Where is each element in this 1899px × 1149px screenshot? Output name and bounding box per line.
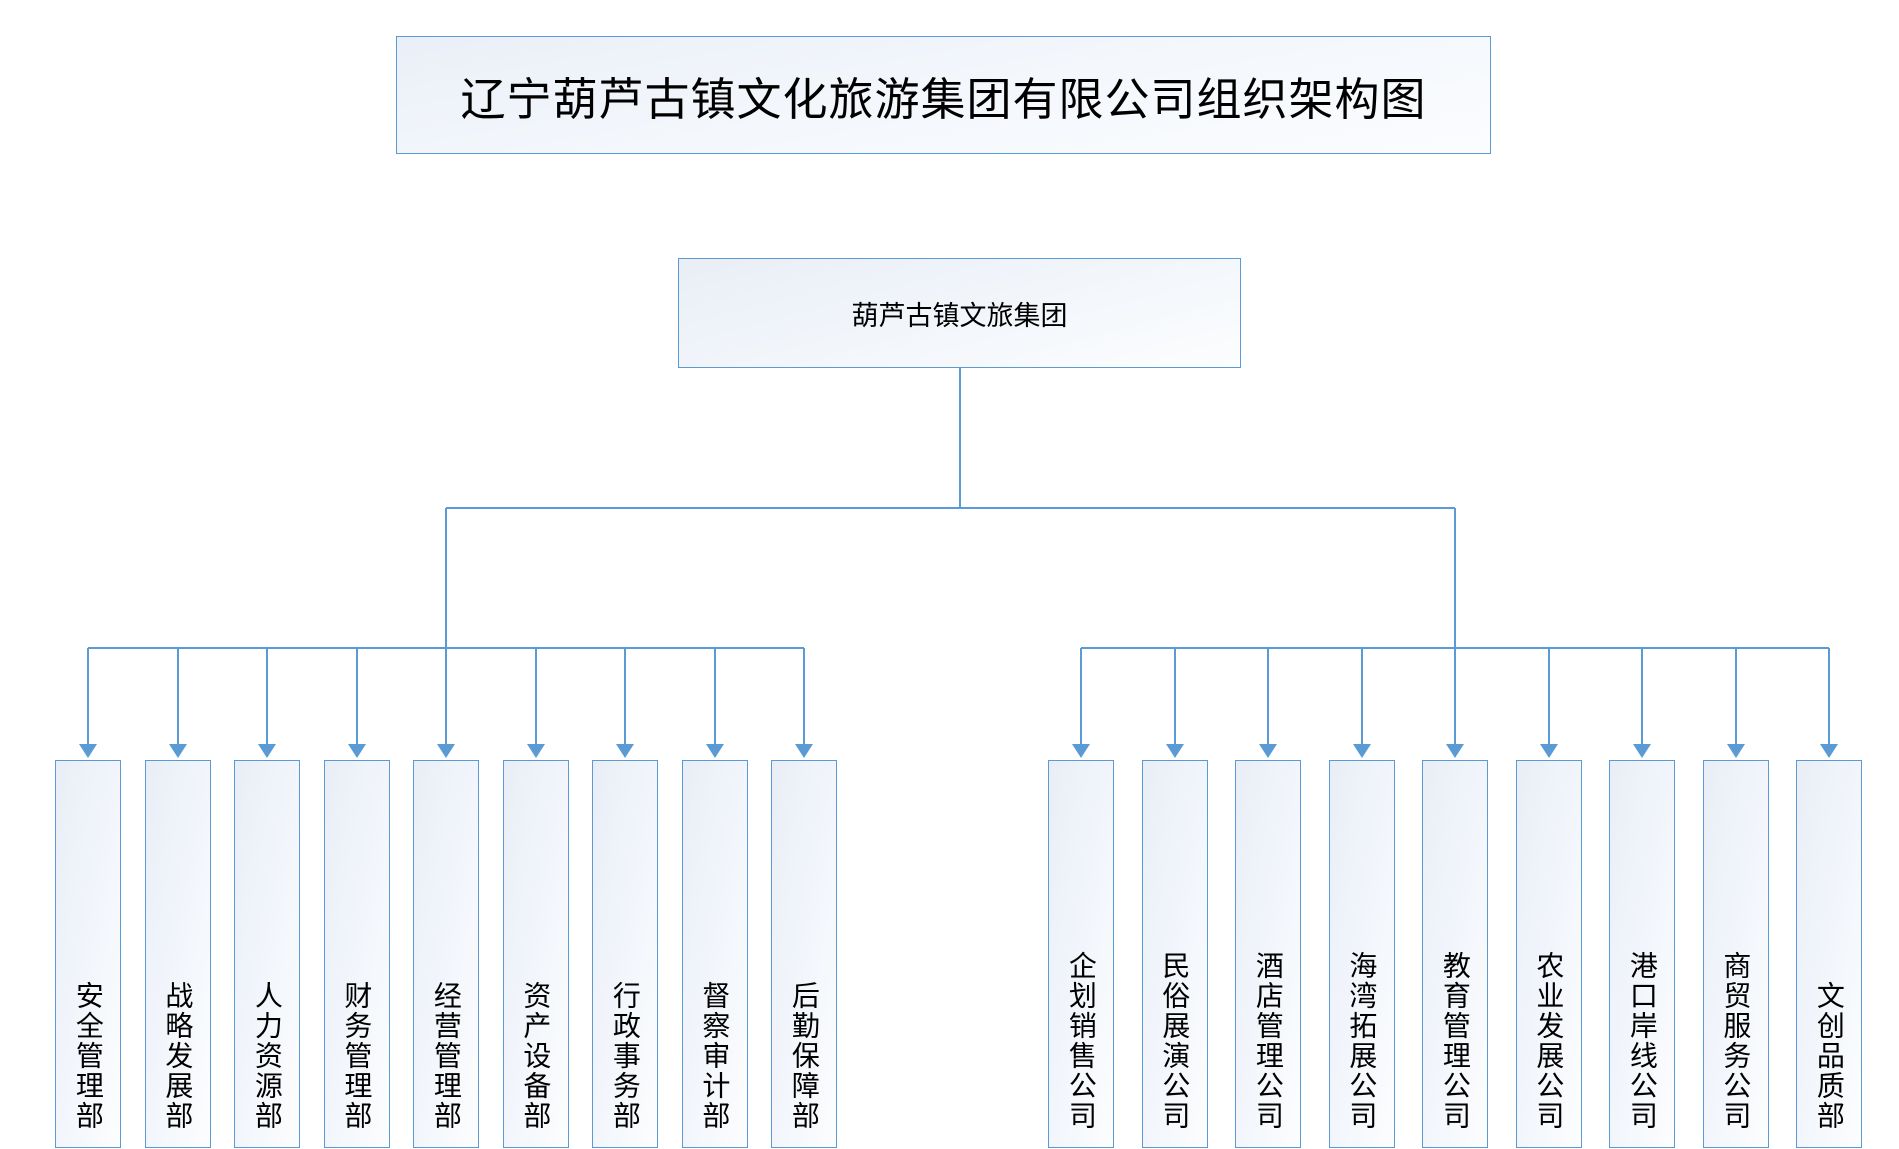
node-label: 战略发展部 bbox=[161, 981, 195, 1131]
node-box-departments-4[interactable]: 经营管理部 bbox=[413, 760, 479, 1148]
connector-drop-departments-3 bbox=[355, 648, 358, 744]
connector-drop-subsidiaries-2 bbox=[1267, 648, 1269, 744]
node-label: 后勤保障部 bbox=[787, 981, 821, 1131]
arrow-head-icon bbox=[1352, 744, 1371, 758]
arrow-head-icon bbox=[1820, 744, 1838, 758]
node-label: 酒店管理公司 bbox=[1251, 951, 1285, 1131]
node-box-subsidiaries-1[interactable]: 民俗展演公司 bbox=[1141, 760, 1208, 1148]
connector-drop-subsidiaries-6 bbox=[1641, 648, 1643, 744]
chart-title-text: 辽宁葫芦古镇文化旅游集团有限公司组织架构图 bbox=[460, 72, 1427, 126]
node-box-subsidiaries-5[interactable]: 农业发展公司 bbox=[1515, 760, 1582, 1148]
arrow-head-icon bbox=[258, 744, 276, 758]
node-label: 文创品质部 bbox=[1812, 981, 1846, 1131]
node-label: 行政事务部 bbox=[608, 981, 642, 1131]
node-label: 资产设备部 bbox=[519, 981, 553, 1131]
connector-drop-subsidiaries-0 bbox=[1080, 648, 1082, 744]
connector-drop-departments-8 bbox=[803, 648, 805, 744]
chart-title-box: 辽宁葫芦古镇文化旅游集团有限公司组织架构图 bbox=[396, 36, 1491, 154]
connector-drop-subsidiaries-8 bbox=[1828, 648, 1830, 744]
node-label: 港口岸线公司 bbox=[1625, 951, 1659, 1131]
root-node-label: 葫芦古镇文旅集团 bbox=[851, 300, 1068, 332]
node-label: 企划销售公司 bbox=[1064, 951, 1098, 1131]
connector-drop-departments-4 bbox=[445, 648, 447, 744]
connector-left-group-stem bbox=[445, 508, 447, 648]
node-label: 经营管理部 bbox=[429, 981, 463, 1131]
node-box-subsidiaries-3[interactable]: 海湾拓展公司 bbox=[1328, 760, 1395, 1148]
connector-drop-subsidiaries-3 bbox=[1360, 648, 1363, 744]
node-box-departments-3[interactable]: 财务管理部 bbox=[323, 760, 390, 1148]
connector-drop-departments-5 bbox=[534, 648, 537, 744]
arrow-head-icon bbox=[168, 744, 187, 758]
arrow-head-icon bbox=[616, 744, 634, 758]
node-box-subsidiaries-4[interactable]: 教育管理公司 bbox=[1422, 760, 1488, 1148]
node-label: 海湾拓展公司 bbox=[1345, 951, 1379, 1131]
node-label: 安全管理部 bbox=[71, 981, 105, 1131]
node-label: 督察审计部 bbox=[698, 981, 732, 1131]
connector-drop-subsidiaries-7 bbox=[1734, 648, 1737, 744]
node-label: 民俗展演公司 bbox=[1158, 951, 1192, 1131]
connector-drop-departments-0 bbox=[87, 648, 89, 744]
connector-drop-subsidiaries-1 bbox=[1173, 648, 1176, 744]
connector-drop-subsidiaries-5 bbox=[1547, 648, 1550, 744]
node-box-departments-0[interactable]: 安全管理部 bbox=[55, 760, 121, 1148]
arrow-head-icon bbox=[1726, 744, 1745, 758]
arrow-head-icon bbox=[1072, 744, 1090, 758]
node-box-departments-1[interactable]: 战略发展部 bbox=[144, 760, 211, 1148]
arrow-head-icon bbox=[1165, 744, 1184, 758]
node-box-departments-5[interactable]: 资产设备部 bbox=[502, 760, 569, 1148]
connector-drop-departments-2 bbox=[266, 648, 268, 744]
connector-trunk-bar bbox=[446, 507, 1455, 509]
node-box-subsidiaries-8[interactable]: 文创品质部 bbox=[1796, 760, 1862, 1148]
node-box-subsidiaries-0[interactable]: 企划销售公司 bbox=[1048, 760, 1114, 1148]
connector-right-group-stem bbox=[1454, 508, 1456, 648]
node-box-subsidiaries-6[interactable]: 港口岸线公司 bbox=[1609, 760, 1675, 1148]
node-box-departments-8[interactable]: 后勤保障部 bbox=[771, 760, 837, 1148]
node-label: 财务管理部 bbox=[340, 981, 374, 1131]
arrow-head-icon bbox=[1259, 744, 1277, 758]
node-box-departments-6[interactable]: 行政事务部 bbox=[592, 760, 658, 1148]
arrow-head-icon bbox=[795, 744, 813, 758]
node-label: 人力资源部 bbox=[250, 981, 284, 1131]
arrow-head-icon bbox=[437, 744, 455, 758]
node-label: 商贸服务公司 bbox=[1719, 951, 1753, 1131]
arrow-head-icon bbox=[705, 744, 724, 758]
connector-drop-departments-7 bbox=[713, 648, 716, 744]
arrow-head-icon bbox=[526, 744, 545, 758]
node-box-departments-7[interactable]: 督察审计部 bbox=[681, 760, 748, 1148]
node-label: 教育管理公司 bbox=[1438, 951, 1472, 1131]
arrow-head-icon bbox=[347, 744, 366, 758]
root-node-box[interactable]: 葫芦古镇文旅集团 bbox=[678, 258, 1241, 368]
connector-drop-subsidiaries-4 bbox=[1454, 648, 1456, 744]
node-box-subsidiaries-7[interactable]: 商贸服务公司 bbox=[1702, 760, 1769, 1148]
connector-drop-departments-1 bbox=[176, 648, 179, 744]
node-box-subsidiaries-2[interactable]: 酒店管理公司 bbox=[1235, 760, 1301, 1148]
node-box-departments-2[interactable]: 人力资源部 bbox=[234, 760, 300, 1148]
arrow-head-icon bbox=[1633, 744, 1651, 758]
arrow-head-icon bbox=[1539, 744, 1558, 758]
connector-root-stem bbox=[958, 368, 961, 508]
connector-drop-departments-6 bbox=[624, 648, 626, 744]
arrow-head-icon bbox=[79, 744, 97, 758]
node-label: 农业发展公司 bbox=[1532, 951, 1566, 1131]
arrow-head-icon bbox=[1446, 744, 1464, 758]
